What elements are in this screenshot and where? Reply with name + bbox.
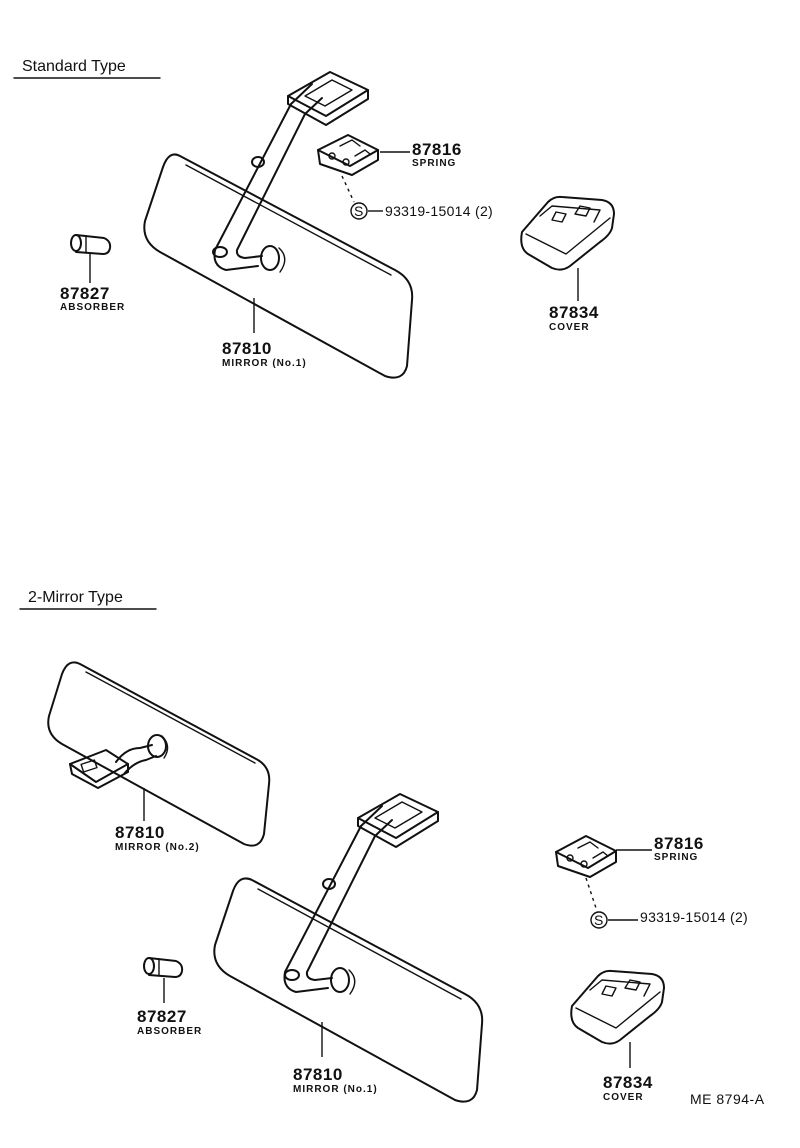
cover-two-number: 87834 — [603, 1073, 653, 1092]
section-two-mirror: 2-Mirror Type 87810 MIRROR (No.2) — [19, 589, 765, 1107]
cover-std-drawing — [520, 195, 615, 271]
section-title-standard: Standard Type — [22, 58, 126, 75]
screw-two-symbol: S — [594, 912, 604, 928]
mirror-no2-drawing — [47, 661, 271, 847]
spring-std-drawing — [317, 134, 379, 176]
spring-std-name: SPRING — [412, 158, 456, 169]
screw-std-symbol-circle — [350, 202, 368, 220]
mirror2-number: 87810 — [115, 823, 165, 842]
mirror1b-name: MIRROR (No.1) — [293, 1084, 378, 1095]
cover-two-drawing — [570, 969, 665, 1045]
cover-two-name: COVER — [603, 1092, 644, 1103]
dashed-line-screw-two — [585, 877, 597, 909]
screw-std-symbol: S — [354, 203, 364, 219]
section-title-two-mirror: 2-Mirror Type — [28, 589, 123, 606]
mirror-std-name: MIRROR (No.1) — [222, 358, 307, 369]
absorber-std-drawing — [70, 234, 112, 255]
screw-two-part-number: 93319-15014 (2) — [640, 909, 748, 925]
cover-std-name: COVER — [549, 322, 590, 333]
spring-two-drawing — [555, 835, 617, 878]
mirror2-name: MIRROR (No.2) — [115, 842, 200, 853]
screw-two-symbol-circle — [590, 911, 608, 929]
mirror-no1-drawing — [143, 71, 414, 379]
spring-two-number: 87816 — [654, 834, 704, 853]
mirror-no1b-drawing — [213, 793, 484, 1103]
drawing-code: ME 8794-A — [690, 1091, 765, 1107]
dashed-line-screw-std — [341, 175, 355, 203]
mirror1b-number: 87810 — [293, 1065, 343, 1084]
absorber-two-drawing — [143, 957, 184, 978]
absorber-std-number: 87827 — [60, 284, 110, 303]
screw-std-part-number: 93319-15014 (2) — [385, 203, 493, 219]
cover-std-number: 87834 — [549, 303, 599, 322]
spring-two-name: SPRING — [654, 852, 698, 863]
mirror-std-number: 87810 — [222, 339, 272, 358]
absorber-two-name: ABSORBER — [137, 1026, 202, 1037]
section-standard: Standard Type — [13, 58, 615, 379]
absorber-two-number: 87827 — [137, 1007, 187, 1026]
spring-std-number: 87816 — [412, 140, 462, 159]
absorber-std-name: ABSORBER — [60, 302, 125, 313]
